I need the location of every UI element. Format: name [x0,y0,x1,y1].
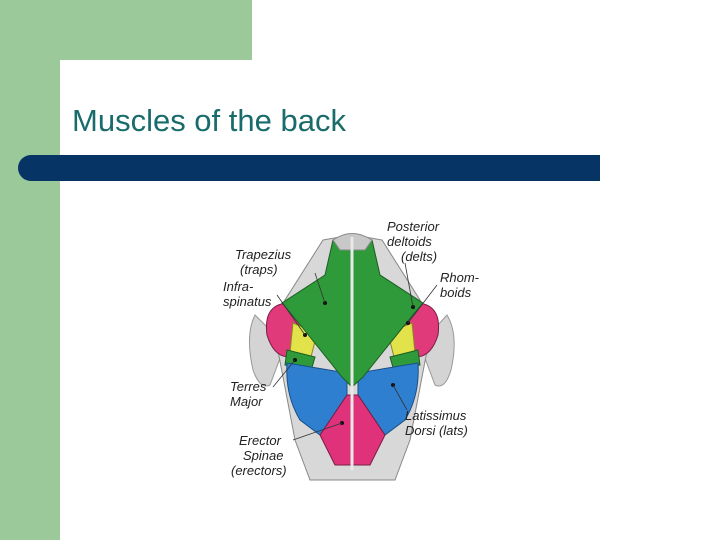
label-infraspinatus: Infra- spinatus [223,279,272,309]
title-underline-bar [18,155,600,181]
right-arm [419,314,455,387]
label-posterior-deltoids: Posterior deltoids (delts) [387,219,440,264]
label-rhomboids: Rhom- boids [440,270,480,300]
theme-left-band [0,0,60,540]
label-trapezius: Trapezius (traps) [235,247,292,277]
leader-delts [404,262,414,308]
slide-title: Muscles of the back [72,103,346,138]
theme-top-band [60,0,252,60]
leader-rhomboids [407,284,438,324]
left-arm [249,314,286,387]
leader-teres [272,359,296,388]
back-muscles-illustration [249,233,455,481]
label-teres-major: Terres Major [230,379,267,409]
label-latissimus-dorsi: Latissimus Dorsi (lats) [405,408,468,438]
label-erector-spinae: Erector Spinae (erectors) [231,433,287,478]
back-muscles-figure: Trapezius (traps) Infra- spinatus Terres… [215,195,490,485]
leader-erector [292,422,343,441]
leader-traps [314,272,326,304]
leader-infra [276,294,306,336]
leader-lats [392,384,408,411]
